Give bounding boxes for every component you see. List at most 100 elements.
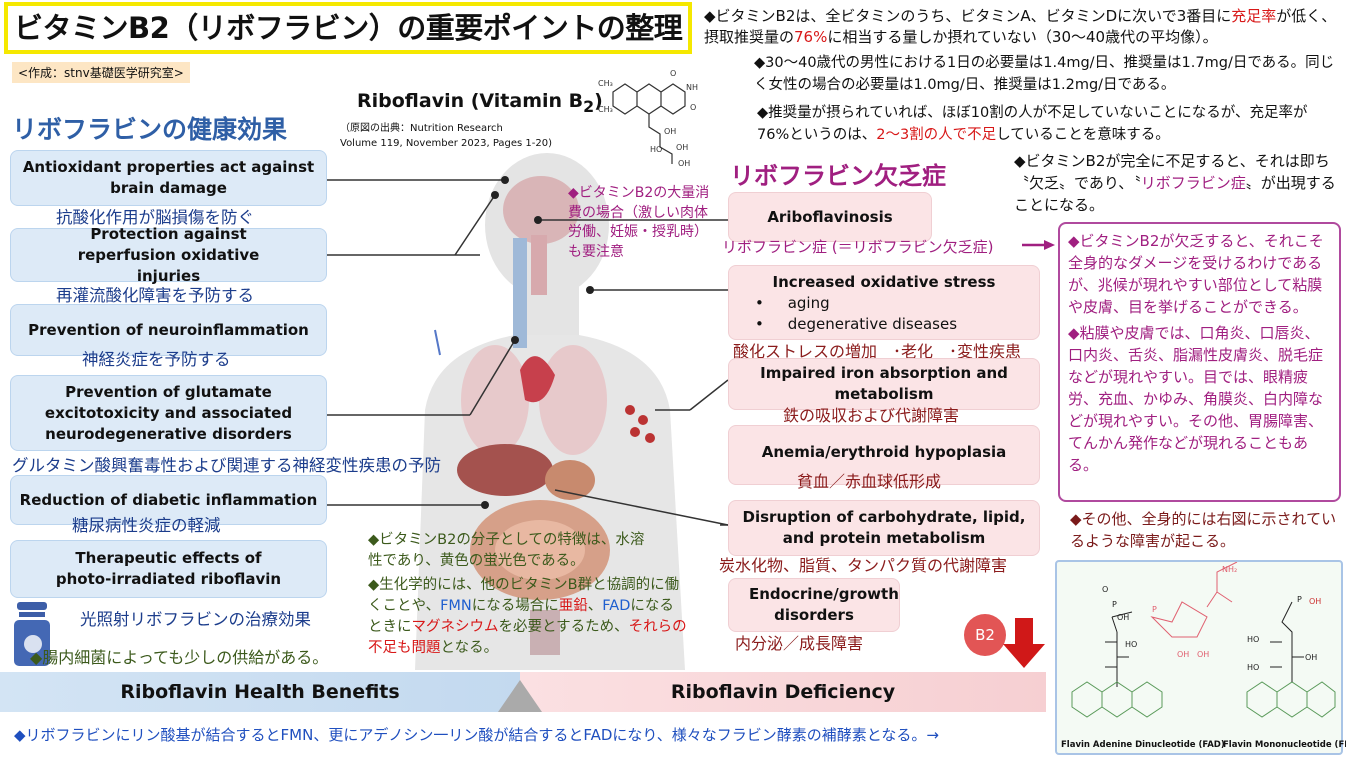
svg-text:NH₂: NH₂ [1222, 565, 1237, 574]
deficiency-jp: 貧血／赤血球低形成 [797, 472, 942, 491]
biochem-note: ◆生化学的には、他のビタミンB群と協調的に働くことや、FMNになる場合に亜鉛、F… [368, 575, 688, 659]
b2-icon: B2 [964, 614, 1006, 656]
t: ◆ビタミンB2が完全に不足すると、それは即ち〝欠乏〟であり、〝 [1014, 152, 1330, 192]
citation-line: （原図の出典：Nutrition Research [340, 123, 503, 134]
svg-text:OH: OH [1117, 613, 1129, 622]
bottom-note: ◆リボフラビンにリン酸基が結合するとFMN、更にアデノシン一リン酸が結合するとF… [14, 726, 939, 744]
note-requirement: ◆30～40歳代の男性における1日の必要量は1.4mg/日、推奨量は1.7mg/… [754, 55, 1335, 93]
t: 2～3割の人で不足 [876, 127, 997, 143]
bullet-list: • aging• degenerative diseases [729, 293, 1039, 335]
note-other: ◆その他、全身的には右図に示されているような障害が起こる。 [1070, 510, 1337, 550]
box-title: Increased oxidative stress [772, 273, 996, 291]
deficiency-box: Increased oxidative stress • aging• dege… [728, 265, 1040, 340]
t: ◆推奨量が摂られていれば、ほぼ10割の人が不足していないことになるが、充足率が7… [757, 105, 1308, 143]
symptoms-detail: ◆粘膜や皮膚では、口角炎、口唇炎、口内炎、舌炎、脂漏性皮膚炎、脱毛症などが現れや… [1068, 324, 1324, 474]
deficiency-band: Riboflavin Deficiency [520, 672, 1046, 712]
benefit-jp: グルタミン酸興奮毒性および関連する神経変性疾患の予防 [12, 456, 441, 475]
bullet-item: • aging [755, 294, 830, 312]
heading-sub: 2 [583, 96, 595, 116]
t: に相当する量しか摂れていない（30～40歳代の平均像）。 [827, 28, 1218, 46]
deficiency-jp: リボフラビン症 (＝リボフラビン欠乏症) [722, 238, 994, 256]
heading-end: ) [594, 90, 603, 112]
note-ariboflavinosis: ◆ビタミンB2が完全に不足すると、それは即ち〝欠乏〟であり、〝リボフラビン症〟が… [1014, 150, 1340, 216]
t: マグネシウム [411, 619, 499, 635]
citation-line: Volume 119, November 2023, Pages 1-20) [340, 138, 553, 149]
t: を必要とするため、 [498, 619, 629, 635]
svg-text:OH: OH [1197, 650, 1209, 659]
svg-text:CH₃: CH₃ [598, 79, 613, 88]
t: 充足率 [1231, 7, 1277, 25]
svg-text:OH: OH [1305, 653, 1317, 662]
box-title: Endocrine/growth disorders [749, 585, 899, 624]
benefit-jp: 神経炎症を予防する [82, 350, 231, 369]
consumption-note: ◆ビタミンB2の大量消費の場合（激しい肉体労働、妊娠・授乳時）も要注意 [568, 185, 710, 260]
t: 76% [794, 28, 828, 46]
deficiency-box: Anemia/erythroid hypoplasia [728, 425, 1040, 485]
deficiency-box: Disruption of carbohydrate, lipid, and p… [728, 500, 1040, 556]
t: になるときに [368, 598, 674, 635]
benefit-box: Therapeutic effects of photo-irradiated … [10, 540, 327, 598]
svg-text:P: P [1152, 605, 1157, 614]
riboflavin-heading: Riboflavin (Vitamin B2) [357, 90, 603, 116]
t: リボフラビン症 [1140, 174, 1246, 192]
page-title: ビタミンB2（リボフラビン）の重要ポイントの整理 [4, 2, 692, 54]
svg-text:P: P [1297, 595, 1302, 604]
deficiency-jp: 酸化ストレスの増加 ･老化 ･変性疾患 [733, 342, 1022, 361]
deficiency-box: Endocrine/growth disorders [728, 578, 900, 632]
svg-text:OH: OH [678, 159, 690, 167]
credit-label: <作成：stnv基礎医学研究室> [12, 62, 190, 83]
symptoms-intro: ◆ビタミンB2が欠乏すると、それこそ全身的なダメージを受けるわけであるが、兆候が… [1068, 232, 1324, 316]
box-title: Anemia/erythroid hypoplasia [761, 443, 1007, 461]
t: 亜鉛 [558, 598, 588, 614]
svg-text:P: P [1112, 600, 1117, 609]
t: になる場合に [471, 598, 559, 614]
benefit-jp: 再灌流酸化障害を予防する [56, 286, 254, 305]
human-body-illustration [415, 153, 685, 670]
deficiency-box: Ariboflavinosis [728, 192, 932, 242]
t: 、 [587, 598, 603, 614]
health-benefits-band: Riboflavin Health Benefits [0, 672, 520, 712]
deficiency-jp: 内分泌／成長障害 [735, 634, 864, 653]
heading-text: Riboflavin (Vitamin B [357, 90, 584, 112]
deficiency-heading: リボフラビン欠乏症 [730, 162, 946, 190]
svg-text:NH: NH [686, 83, 698, 92]
t: ◆生化学的には、他のビタミンB群と協調的に働くことや、 [368, 577, 680, 614]
t: FAD [602, 598, 631, 614]
deficiency-box: Impaired iron absorption and metabolism [728, 358, 1040, 410]
t: が低く、摂取推奨量の [704, 7, 1337, 46]
bottle-icon [14, 602, 50, 666]
svg-text:O: O [670, 69, 676, 78]
gut-bacteria-note: ◆腸内細菌によっても少しの供給がある。 [30, 648, 329, 667]
balance-triangle-icon [498, 680, 542, 712]
t: degenerative diseases [787, 315, 958, 333]
box-title: Ariboflavinosis [767, 207, 893, 226]
t: となる。 [440, 640, 499, 656]
svg-text:HO: HO [650, 145, 662, 154]
t: それらの不足も問題 [368, 619, 687, 656]
svg-text:O: O [1102, 585, 1108, 594]
box-title: Disruption of carbohydrate, lipid, and p… [742, 508, 1026, 547]
svg-text:HO: HO [1247, 663, 1259, 672]
fad-label: Flavin Adenine Dinucleotide (FAD) [1061, 740, 1225, 750]
svg-text:OH: OH [676, 143, 688, 152]
note-deficit: ◆推奨量が摂られていれば、ほぼ10割の人が不足していないことになるが、充足率が7… [757, 102, 1317, 146]
benefit-jp: 光照射リボフラビンの治療効果 [80, 610, 311, 629]
benefit-box: Protection against reperfusion oxidative… [10, 225, 327, 285]
t: していることを意味する。 [996, 127, 1170, 143]
benefits-heading: リボフラビンの健康効果 [12, 115, 288, 144]
molecule-note: ◆ビタミンB2の分子としての特徴は、水溶性であり、黄色の蛍光色である。 [368, 532, 645, 569]
svg-text:HO: HO [1247, 635, 1259, 644]
benefit-box: Antioxidant properties act against brain… [10, 150, 327, 206]
benefit-jp: 抗酸化作用が脳損傷を防ぐ [56, 208, 254, 227]
fmn-label: Flavin Mononucleotide (FMN) [1223, 740, 1346, 750]
note-sufficiency: ◆ビタミンB2は、全ビタミンのうち、ビタミンA、ビタミンDに次いで3番目に充足率… [704, 6, 1344, 48]
t: ◆ビタミンB2は、全ビタミンのうち、ビタミンA、ビタミンDに次いで3番目に [704, 7, 1232, 25]
down-arrow-icon [1003, 618, 1045, 668]
svg-text:HO: HO [1125, 640, 1137, 649]
benefit-box: Prevention of neuroinflammation [10, 304, 327, 356]
svg-text:OH: OH [1177, 650, 1189, 659]
deficiency-jp: 鉄の吸収および代謝障害 [783, 406, 960, 425]
